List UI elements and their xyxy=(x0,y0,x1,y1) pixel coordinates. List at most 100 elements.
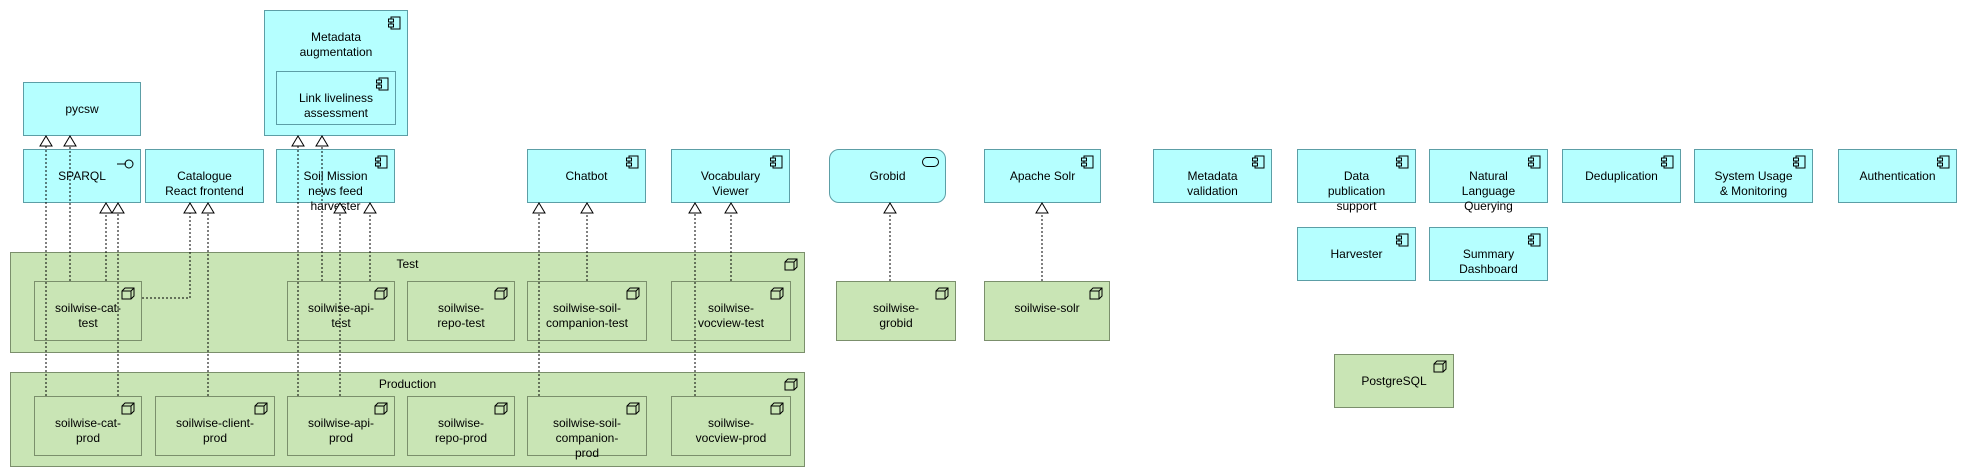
apache-solr-component[interactable]: Apache Solr xyxy=(984,149,1101,203)
deduplication-label: Deduplication xyxy=(1585,169,1658,183)
pycsw-component[interactable]: pycsw xyxy=(23,82,141,136)
node-icon xyxy=(494,402,508,415)
link-liveliness-label: Link liveliness assessment xyxy=(298,91,374,120)
api-prod-node[interactable]: soilwise-api- prod xyxy=(287,396,395,456)
solr-node[interactable]: soilwise-solr xyxy=(984,281,1110,341)
node-icon xyxy=(254,402,268,415)
node-icon xyxy=(626,287,640,300)
postgresql-node[interactable]: PostgreSQL xyxy=(1334,354,1454,408)
node-icon xyxy=(784,258,798,271)
node-icon xyxy=(770,402,784,415)
cat-test-to-catalogue xyxy=(142,212,191,299)
test-environment-label: Test xyxy=(396,257,419,271)
node-icon xyxy=(1089,287,1103,300)
cat-test-node[interactable]: soilwise-cat- test xyxy=(34,281,142,341)
component-icon xyxy=(1081,155,1094,169)
vocabulary-viewer-component[interactable]: Vocabulary Viewer xyxy=(671,149,790,203)
sparql-interface[interactable]: SPARQL xyxy=(23,149,141,203)
system-usage-monitoring-component[interactable]: System Usage & Monitoring xyxy=(1694,149,1813,203)
cat-prod-node[interactable]: soilwise-cat- prod xyxy=(34,396,142,456)
harvester-label: Harvester xyxy=(1330,247,1383,261)
component-icon xyxy=(1252,155,1265,169)
arrowhead xyxy=(183,202,197,214)
cat-prod-label: soilwise-cat- prod xyxy=(54,416,121,445)
chatbot-component[interactable]: Chatbot xyxy=(527,149,646,203)
arrowhead xyxy=(724,202,738,214)
cat-test-label: soilwise-cat- test xyxy=(54,301,121,330)
arrowhead xyxy=(111,202,125,214)
soil-mission-harvester-component[interactable]: Soil Mission news feed harvester xyxy=(276,149,395,213)
component-icon xyxy=(1937,155,1950,169)
soil-companion-test-node[interactable]: soilwise-soil- companion-test xyxy=(527,281,647,341)
client-prod-label: soilwise-client- prod xyxy=(175,416,255,445)
natural-language-querying-label: Natural Language Querying xyxy=(1461,169,1516,213)
api-test-node[interactable]: soilwise-api- test xyxy=(287,281,395,341)
client-prod-node[interactable]: soilwise-client- prod xyxy=(155,396,275,456)
vocview-prod-node[interactable]: soilwise- vocview-prod xyxy=(671,396,791,456)
arrowhead xyxy=(39,135,53,147)
authentication-component[interactable]: Authentication xyxy=(1838,149,1957,203)
postgresql-label: PostgreSQL xyxy=(1361,374,1427,388)
authentication-label: Authentication xyxy=(1859,169,1936,183)
arrowhead xyxy=(532,202,546,214)
node-icon xyxy=(121,287,135,300)
node-icon xyxy=(935,287,949,300)
component-icon xyxy=(1793,155,1806,169)
component-icon xyxy=(1396,233,1409,247)
arrowhead xyxy=(63,135,77,147)
component-icon xyxy=(1661,155,1674,169)
soil-companion-prod-label: soilwise-soil- companion-prod xyxy=(552,416,621,460)
catalogue-frontend-component[interactable]: Catalogue React frontend xyxy=(145,149,264,203)
arrowhead xyxy=(201,202,215,214)
soil-companion-test-label: soilwise-soil- companion-test xyxy=(545,301,629,330)
vocview-test-label: soilwise- vocview-test xyxy=(697,301,765,330)
interface-icon xyxy=(117,159,134,169)
vocabulary-viewer-label: Vocabulary Viewer xyxy=(700,169,761,198)
arrowhead xyxy=(883,202,897,214)
component-icon xyxy=(770,155,783,169)
node-icon xyxy=(626,402,640,415)
chatbot-label: Chatbot xyxy=(565,169,608,183)
service-icon xyxy=(922,157,939,167)
metadata-validation-label: Metadata validation xyxy=(1187,169,1238,198)
component-icon xyxy=(1528,233,1541,247)
repo-test-label: soilwise- repo-test xyxy=(437,301,485,330)
summary-dashboard-component[interactable]: Summary Dashboard xyxy=(1429,227,1548,281)
component-icon xyxy=(1396,155,1409,169)
api-test-label: soilwise-api- test xyxy=(307,301,375,330)
vocview-prod-label: soilwise- vocview-prod xyxy=(695,416,767,445)
natural-language-querying-component[interactable]: Natural Language Querying xyxy=(1429,149,1548,213)
node-icon xyxy=(374,287,388,300)
grobid-label: Grobid xyxy=(869,169,906,183)
arrowhead xyxy=(1035,202,1049,214)
arrowhead xyxy=(688,202,702,214)
link-liveliness-component[interactable]: Link liveliness assessment xyxy=(276,71,396,125)
component-icon xyxy=(626,155,639,169)
node-icon xyxy=(121,402,135,415)
vocview-test-node[interactable]: soilwise- vocview-test xyxy=(671,281,791,341)
arrowhead xyxy=(580,202,594,214)
soil-mission-harvester-label: Soil Mission news feed harvester xyxy=(303,169,368,213)
data-publication-support-component[interactable]: Data publication support xyxy=(1297,149,1416,213)
arrowhead xyxy=(363,202,377,214)
solr-node-label: soilwise-solr xyxy=(1014,301,1080,315)
component-icon xyxy=(1528,155,1541,169)
repo-prod-node[interactable]: soilwise- repo-prod xyxy=(407,396,515,456)
harvester-component[interactable]: Harvester xyxy=(1297,227,1416,281)
deduplication-component[interactable]: Deduplication xyxy=(1562,149,1681,203)
component-icon xyxy=(388,16,401,30)
soil-companion-prod-node[interactable]: soilwise-soil- companion-prod xyxy=(527,396,647,460)
system-usage-monitoring-label: System Usage & Monitoring xyxy=(1714,169,1793,198)
catalogue-frontend-label: Catalogue React frontend xyxy=(165,169,244,198)
arrowhead xyxy=(333,202,347,214)
grobid-node[interactable]: soilwise- grobid xyxy=(836,281,956,341)
arrowhead xyxy=(291,135,305,147)
node-icon xyxy=(784,378,798,391)
grobid-service[interactable]: Grobid xyxy=(829,149,946,203)
repo-test-node[interactable]: soilwise- repo-test xyxy=(407,281,515,341)
metadata-augmentation-label: Metadata augmentation xyxy=(299,30,373,59)
component-icon xyxy=(375,155,388,169)
node-icon xyxy=(1433,360,1447,373)
metadata-validation-component[interactable]: Metadata validation xyxy=(1153,149,1272,203)
